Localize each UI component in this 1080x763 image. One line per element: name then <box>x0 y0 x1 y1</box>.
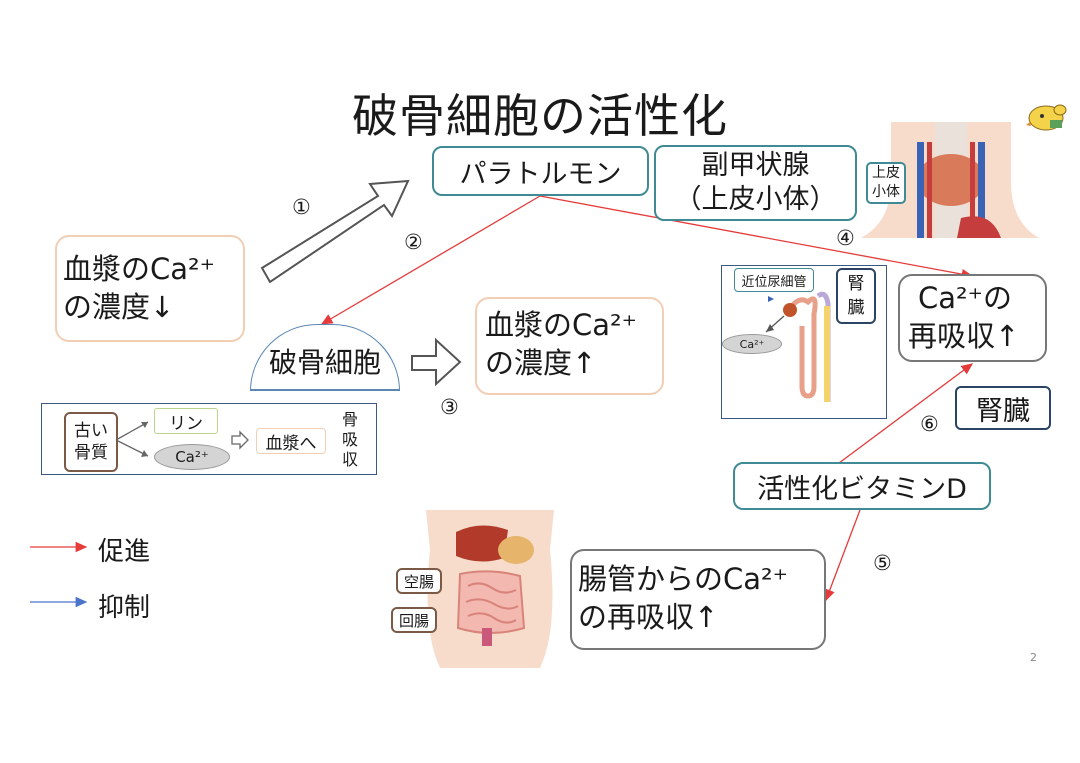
legend-promote-label: 促進 <box>98 537 151 567</box>
resorption-vertical-label: 骨 吸 収 <box>340 410 360 470</box>
kidney-char-2: 臓 <box>847 298 865 318</box>
step-label-2: ② <box>404 230 423 254</box>
calcium-ion-kidney: Ca²⁺ <box>722 334 782 354</box>
osteoclast-label: 破骨細胞 <box>268 346 381 379</box>
step2-arrow <box>320 195 541 325</box>
old-bone-line2: 骨質 <box>74 443 108 463</box>
bone-resorption-inset: 古い 骨質 リン Ca²⁺ 血漿へ 骨 吸 収 <box>41 403 377 475</box>
osteoclast-cell: 破骨細胞 <box>250 324 400 391</box>
old-bone-box: 古い 骨質 <box>64 412 118 472</box>
tubule-label-box: 近位尿細管 <box>734 268 814 292</box>
thyroid-drawing <box>861 122 1039 238</box>
step5-arrow <box>824 509 861 602</box>
kidney-label: 腎臓 <box>976 395 1030 427</box>
calcium-ion-bone: Ca²⁺ <box>154 444 230 470</box>
step-label-5: ⑤ <box>873 551 892 575</box>
ca-reabsorption-box: Ca²⁺の 再吸収↑ <box>898 274 1047 362</box>
page-number: 2 <box>1030 651 1037 664</box>
to-plasma-label: 血漿へ <box>265 433 317 454</box>
plasma-low-line2: の濃度↓ <box>63 289 175 324</box>
step3-arrow <box>411 337 462 387</box>
thyroid-label-box: 上皮 小体 <box>866 162 906 204</box>
ileum-label-box: 回腸 <box>391 607 437 633</box>
phosphorus-box: リン <box>154 408 218 434</box>
resorption-char-3: 収 <box>341 450 358 469</box>
resorption-char-1: 骨 <box>341 410 358 429</box>
phosphorus-label: リン <box>169 413 203 434</box>
step-label-3: ③ <box>440 395 459 419</box>
pth-label: パラトルモン <box>459 158 622 190</box>
parathyroid-label: 副甲状腺 <box>701 150 810 182</box>
kidney-tubule-drawing <box>765 291 831 402</box>
kidney-tubule-inset: 近位尿細管 腎 臓 Ca²⁺ <box>721 265 887 419</box>
abdomen-drawing <box>426 510 554 668</box>
old-bone-line1: 古い <box>74 420 108 441</box>
plasma-low-line1: 血漿のCa²⁺ <box>63 252 215 286</box>
step-label-6: ⑥ <box>920 412 939 436</box>
kidney-box: 腎臓 <box>955 386 1051 430</box>
thyroid-label-line2: 小体 <box>872 184 900 200</box>
kidney-char-1: 腎 <box>847 274 865 294</box>
mascot-icon <box>1026 104 1067 131</box>
plasma-low-box: 血漿のCa²⁺ の濃度↓ <box>55 235 245 342</box>
bone-inset-arrows <box>115 421 249 457</box>
ileum-label: 回腸 <box>398 611 429 630</box>
step-label-1: ① <box>292 195 311 219</box>
step4-arrow <box>539 195 974 280</box>
calcium-ion-bone-label: Ca²⁺ <box>175 448 209 466</box>
plasma-high-line1: 血漿のCa²⁺ <box>485 308 637 342</box>
step1-arrow <box>260 179 410 284</box>
resorption-char-2: 吸 <box>341 430 358 449</box>
jejunum-label-box: 空腸 <box>396 568 442 594</box>
intestinal-absorption-line1: 腸管からのCa²⁺ <box>578 562 788 596</box>
parathyroid-sublabel: （上皮小体） <box>674 184 837 215</box>
calcium-ion-kidney-label: Ca²⁺ <box>739 337 765 351</box>
intestine-illustration <box>420 510 560 668</box>
vitamin-d-box: 活性化ビタミンD <box>733 462 991 510</box>
thyroid-label-line1: 上皮 <box>872 165 900 181</box>
ca-reabsorption-line2: 再吸収↑ <box>908 318 1020 353</box>
legend-inhibit-label: 抑制 <box>98 593 151 623</box>
ca-reabsorption-line1: Ca²⁺の <box>918 281 1012 315</box>
jejunum-label: 空腸 <box>403 572 434 591</box>
plasma-high-line2: の濃度↑ <box>485 345 597 380</box>
plasma-high-box: 血漿のCa²⁺ の濃度↑ <box>475 297 664 395</box>
step-label-4: ④ <box>836 226 855 250</box>
parathyroid-box: 副甲状腺 （上皮小体） <box>654 145 857 221</box>
step6-arrow <box>834 363 974 467</box>
pth-box: パラトルモン <box>432 146 649 196</box>
to-plasma-box: 血漿へ <box>256 428 326 454</box>
page-title: 破骨細胞の活性化 <box>352 89 728 143</box>
intestinal-absorption-line2: の再吸収↑ <box>578 599 719 634</box>
vitamin-d-label: 活性化ビタミンD <box>757 473 967 505</box>
kidney-vertical-box: 腎 臓 <box>836 268 876 324</box>
thyroid-illustration: 上皮 小体 <box>861 122 1039 238</box>
tubule-label: 近位尿細管 <box>741 274 807 290</box>
intestinal-absorption-box: 腸管からのCa²⁺ の再吸収↑ <box>570 549 826 650</box>
